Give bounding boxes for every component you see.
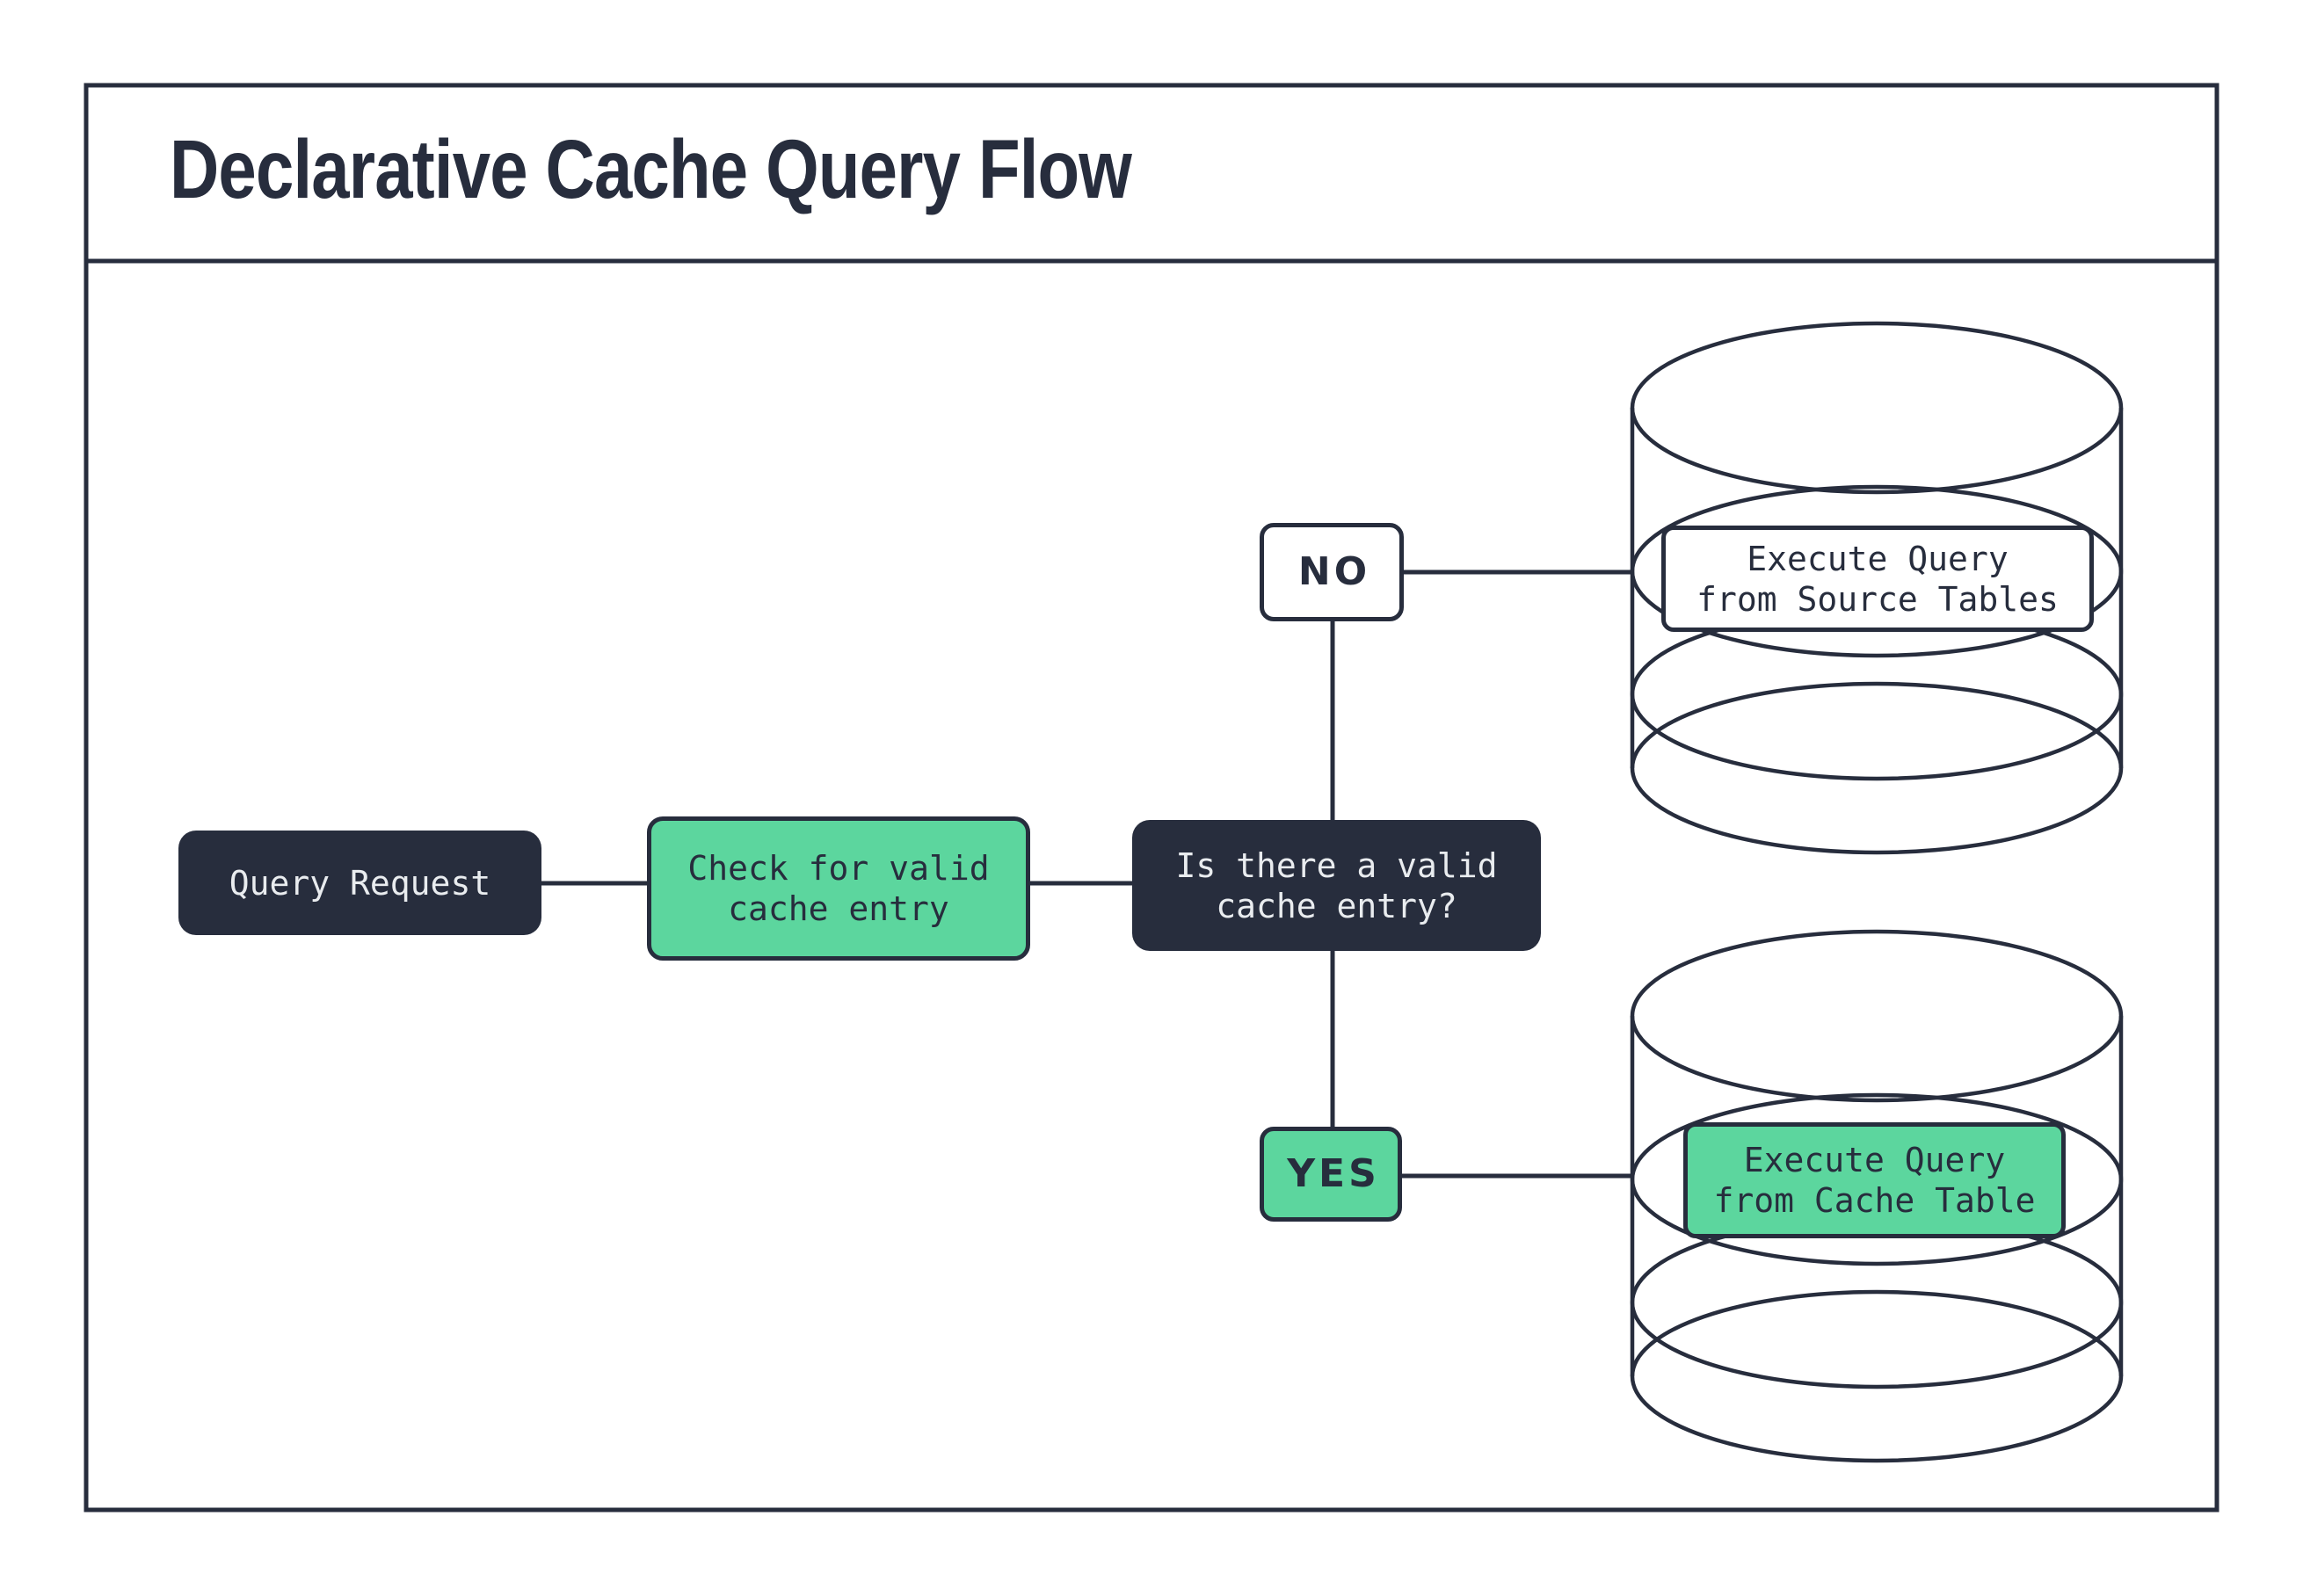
branch-label-no: NO — [1260, 523, 1404, 621]
cache-database-cylinder-icon — [1630, 929, 2124, 1463]
node-decision-valid-cache-entry: Is there a valid cache entry? — [1132, 820, 1541, 951]
flow-connectors — [541, 569, 1634, 1179]
page-border — [84, 83, 2219, 1513]
node-execute-query-cache-table: Execute Query from Cache Table — [1683, 1122, 2066, 1238]
node-query-request: Query Request — [178, 831, 541, 935]
page-title: Declarative Cache Query Flow — [170, 123, 1132, 216]
branch-label-yes: YES — [1260, 1127, 1402, 1222]
node-execute-query-source-tables: Execute Query from Source Tables — [1661, 526, 2094, 632]
node-check-cache-entry: Check for valid cache entry — [647, 816, 1030, 961]
